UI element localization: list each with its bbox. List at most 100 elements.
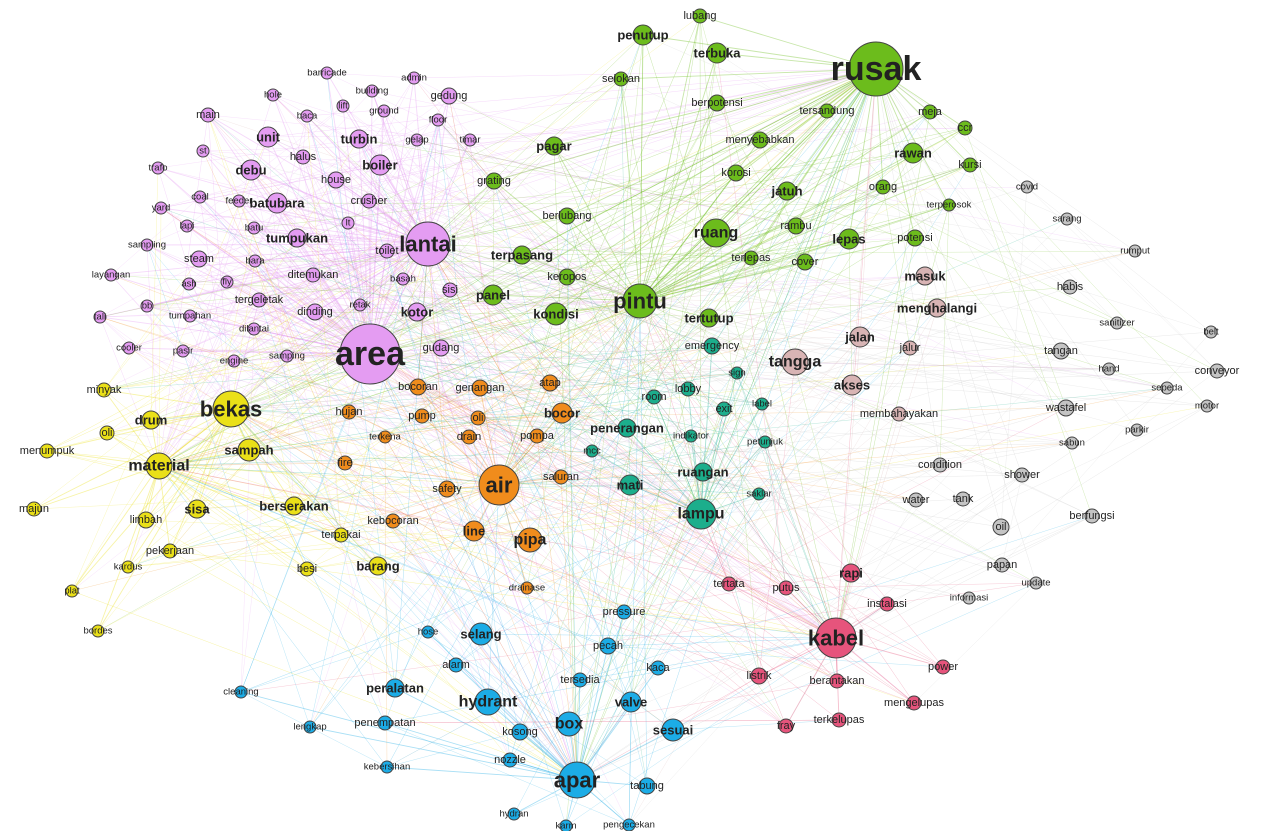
graph-edge <box>99 316 570 725</box>
graph-edge <box>240 328 255 693</box>
node-debu: debu <box>235 159 267 181</box>
graph-edge <box>653 218 1068 398</box>
graph-edge <box>939 204 950 466</box>
graph-edge <box>440 347 448 490</box>
node-circle <box>300 109 314 123</box>
node-gedung: gedung <box>431 87 467 105</box>
graph-edge <box>169 520 394 552</box>
node-label: menyebabkan <box>725 134 794 146</box>
node-circle <box>1020 180 1034 194</box>
graph-edge <box>416 127 966 313</box>
graph-edge <box>875 68 1023 476</box>
node-menumpuk: menumpuk <box>20 443 75 459</box>
node-circle <box>93 310 107 324</box>
node-barang: barang <box>356 556 400 576</box>
graph-edge <box>623 611 837 639</box>
graph-edge <box>498 484 787 727</box>
graph-edge <box>687 388 702 515</box>
graph-edge <box>230 260 256 410</box>
node-sesuai: sesuai <box>653 718 693 742</box>
graph-edge <box>182 350 1110 370</box>
graph-edge <box>158 450 593 467</box>
graph-edge <box>358 138 371 355</box>
graph-edge <box>230 243 429 410</box>
graph-edge <box>708 286 1071 319</box>
graph-edge <box>199 196 232 410</box>
graph-edge <box>455 68 877 666</box>
node-steam: steam <box>184 250 214 268</box>
node-circle <box>227 354 241 368</box>
graph-edge <box>568 307 938 725</box>
graph-edge <box>392 520 578 781</box>
graph-edge <box>487 484 500 703</box>
graph-edge <box>253 227 837 639</box>
node-engine: engine <box>220 354 248 368</box>
node-label: lapi <box>180 221 195 232</box>
graph-edge <box>196 227 255 510</box>
graph-edge <box>342 105 888 605</box>
graph-edge <box>230 68 877 410</box>
graph-edge <box>394 484 500 689</box>
node-belt: belt <box>1203 325 1219 339</box>
graph-edge <box>110 196 201 276</box>
node-feeder: feeder <box>226 194 252 208</box>
graph-edge <box>487 275 926 703</box>
graph-edge <box>186 105 344 227</box>
graph-edge <box>146 244 232 410</box>
node-cover: cover <box>792 253 819 271</box>
node-circle <box>957 120 973 136</box>
node-label: gudang <box>423 342 460 354</box>
node-label: shower <box>1004 469 1040 481</box>
node-circle <box>848 41 904 97</box>
graph-edge <box>207 114 471 141</box>
node-papan: papan <box>987 557 1017 573</box>
graph-edge <box>427 127 966 245</box>
node-indikator: indikator <box>673 429 709 443</box>
node-circle <box>183 309 197 323</box>
graph-edge <box>699 15 852 574</box>
node-kebocoran: kebocoran <box>367 513 419 529</box>
graph-edge <box>230 408 1023 476</box>
node-majun: majun <box>19 501 49 517</box>
node-bordes: bordes <box>83 624 113 638</box>
graph-edge <box>630 336 861 703</box>
graph-edge <box>487 701 578 781</box>
graph-edge <box>386 464 941 768</box>
node-circle <box>650 660 666 676</box>
graph-edge <box>196 508 308 570</box>
node-circle <box>284 496 304 516</box>
node-lapi: lapi <box>180 219 195 233</box>
node-circle <box>440 87 458 105</box>
graph-edge <box>498 313 557 486</box>
graph-edge <box>384 276 568 438</box>
node-basah: basah <box>390 272 416 286</box>
graph-edge <box>127 408 232 568</box>
graph-edge <box>413 68 877 79</box>
node-oil: oil <box>992 518 1010 536</box>
graph-edge <box>253 152 914 229</box>
graph-edge <box>639 300 730 585</box>
graph-edge <box>875 68 941 466</box>
node-terkena: terkena <box>369 430 402 444</box>
graph-edge <box>157 167 371 355</box>
graph-edge <box>272 94 429 245</box>
node-circle <box>368 556 388 576</box>
graph-edge <box>106 432 915 704</box>
graph-edge <box>254 237 916 262</box>
graph-edge <box>513 582 1037 815</box>
node-circle <box>141 410 161 430</box>
node-label: ruang <box>694 225 738 242</box>
node-circle <box>962 157 978 173</box>
graph-edge <box>413 77 1067 409</box>
graph-edge <box>253 227 702 515</box>
graph-edge <box>576 225 797 781</box>
node-label: trafo <box>148 163 167 174</box>
node-circle <box>385 513 401 529</box>
graph-edge <box>254 260 806 263</box>
graph-edge <box>759 139 806 263</box>
graph-edge <box>628 300 641 826</box>
graph-edge <box>427 243 1003 566</box>
node-circle <box>708 94 726 112</box>
node-label: selokan <box>602 73 640 85</box>
node-circle <box>841 563 861 583</box>
